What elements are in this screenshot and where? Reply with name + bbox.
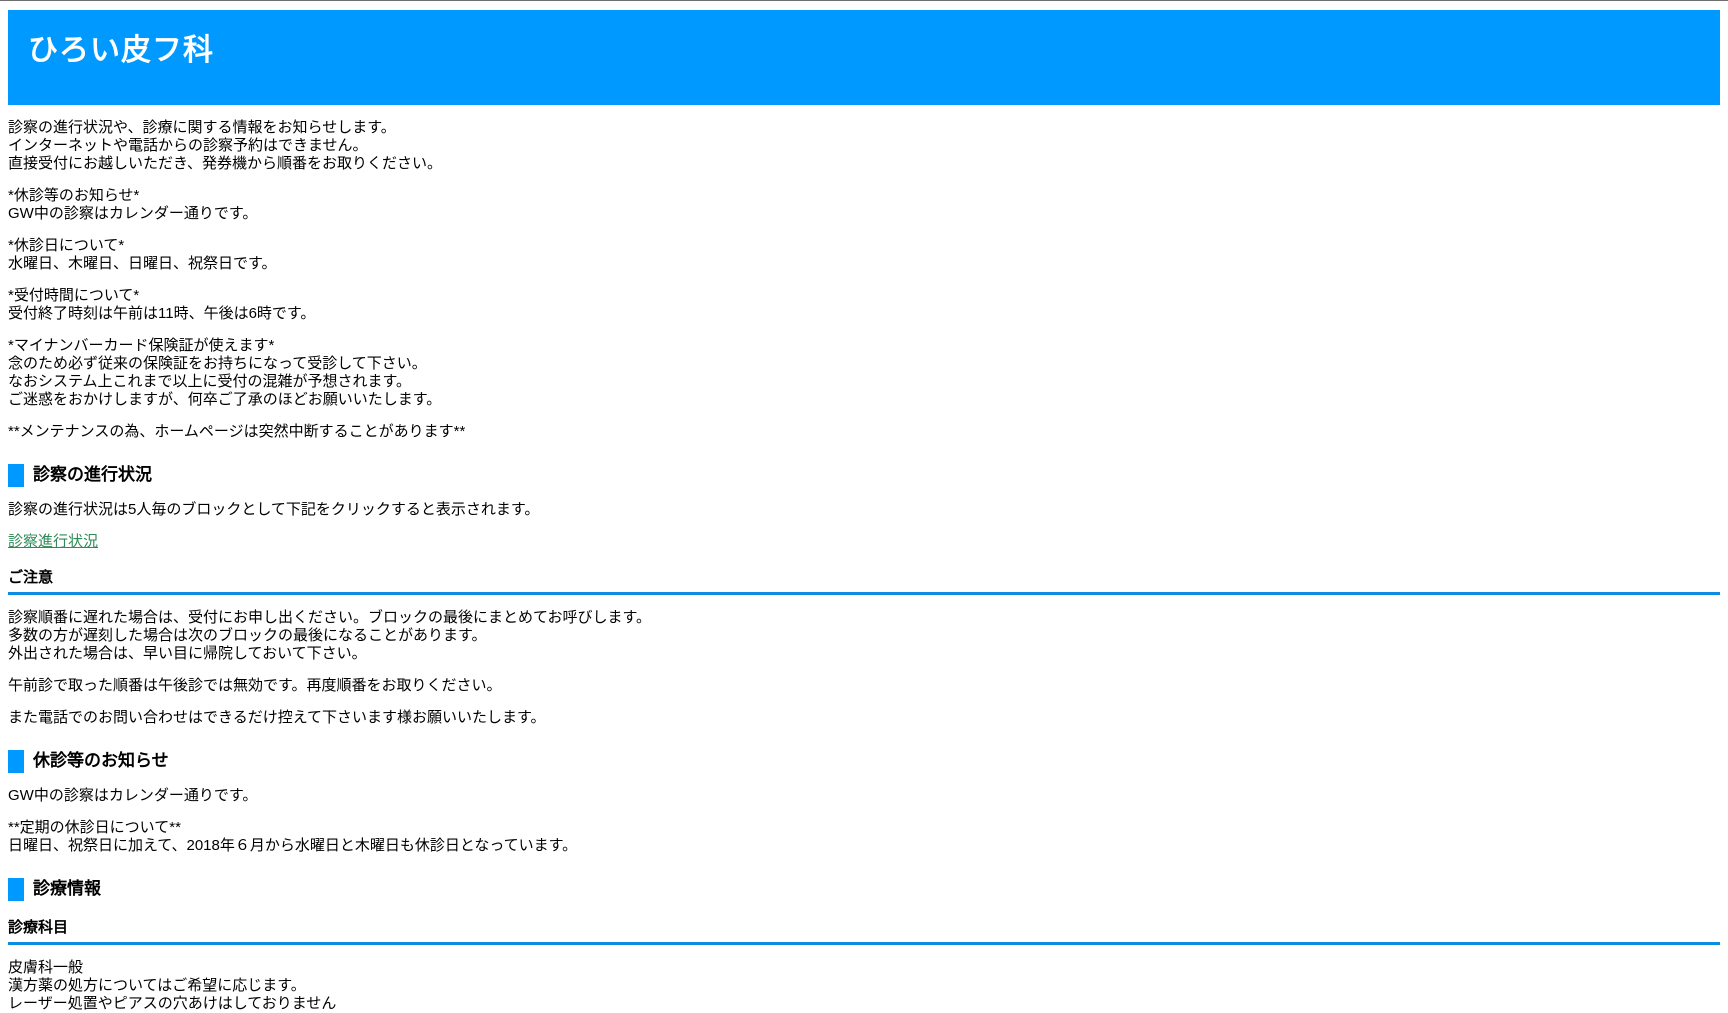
section-heading-info: 診療情報 — [8, 877, 1720, 901]
text-line: 皮膚科一般 — [8, 959, 84, 976]
text-line: 午前診で取った順番は午後診では無効です。再度順番をお取りください。 — [8, 677, 502, 694]
text-line: 診察の進行状況は5人毎のブロックとして下記をクリックすると表示されます。 — [8, 501, 540, 518]
notice-paragraph-3: また電話でのお問い合わせはできるだけ控えて下さいます様お願いいたします。 — [8, 709, 1720, 727]
text-line: *マイナンバーカード保険証が使えます* — [8, 337, 275, 354]
progress-status-link[interactable]: 診察進行状況 — [8, 533, 99, 550]
page-title: ひろい皮フ科 — [28, 34, 214, 67]
section-heading-label: 診療情報 — [33, 879, 101, 898]
section-heading-progress: 診察の進行状況 — [8, 463, 1720, 487]
progress-description: 診察の進行状況は5人毎のブロックとして下記をクリックすると表示されます。 — [8, 501, 1720, 519]
closure-paragraph-1: GW中の診察はカレンダー通りです。 — [8, 787, 1720, 805]
text-line: *休診日について* — [8, 237, 125, 254]
blue-square-icon — [8, 749, 24, 773]
intro-paragraph-5: *マイナンバーカード保険証が使えます* 念のため必ず従来の保険証をお持ちになって… — [8, 337, 1720, 409]
departments-paragraph: 皮膚科一般 漢方薬の処方についてはご希望に応じます。 レーザー処置やピアスの穴あ… — [8, 959, 1720, 1013]
intro-paragraph-4: *受付時間について* 受付終了時刻は午前は11時、午後は6時です。 — [8, 287, 1720, 323]
text-line: 診察順番に遅れた場合は、受付にお申し出ください。ブロックの最後にまとめてお呼びし… — [8, 609, 652, 626]
text-line: 日曜日、祝祭日に加えて、2018年６月から水曜日と木曜日も休診日となっています。 — [8, 837, 578, 854]
text-line: 漢方薬の処方についてはご希望に応じます。 — [8, 977, 306, 994]
text-line: 受付終了時刻は午前は11時、午後は6時です。 — [8, 305, 316, 322]
text-line: 多数の方が遅刻した場合は次のブロックの最後になることがあります。 — [8, 627, 487, 644]
text-line: 外出された場合は、早い目に帰院しておいて下さい。 — [8, 645, 367, 662]
text-line: インターネットや電話からの診察予約はできません。 — [8, 137, 368, 154]
header-banner: ひろい皮フ科 — [8, 10, 1720, 105]
text-line: 直接受付にお越しいただき、発券機から順番をお取りください。 — [8, 155, 442, 172]
text-line: 診察の進行状況や、診療に関する情報をお知らせします。 — [8, 119, 396, 136]
text-line: なおシステム上これまで以上に受付の混雑が予想されます。 — [8, 373, 412, 390]
section-heading-label: 診察の進行状況 — [33, 465, 152, 484]
text-line: また電話でのお問い合わせはできるだけ控えて下さいます様お願いいたします。 — [8, 709, 546, 726]
departments-sub-heading: 診療科目 — [8, 919, 1720, 945]
closure-paragraph-2: **定期の休診日について** 日曜日、祝祭日に加えて、2018年６月から水曜日と… — [8, 819, 1720, 855]
section-heading-closure: 休診等のお知らせ — [8, 749, 1720, 773]
notice-paragraph-1: 診察順番に遅れた場合は、受付にお申し出ください。ブロックの最後にまとめてお呼びし… — [8, 609, 1720, 663]
window-top-edge — [0, 0, 1728, 1]
intro-paragraph-6: **メンテナンスの為、ホームページは突然中断することがあります** — [8, 423, 1720, 441]
text-line: GW中の診察はカレンダー通りです。 — [8, 205, 258, 222]
text-line: *受付時間について* — [8, 287, 140, 304]
text-line: ご迷惑をおかけしますが、何卒ご了承のほどお願いいたします。 — [8, 391, 442, 408]
section-heading-label: 休診等のお知らせ — [33, 751, 169, 770]
blue-square-icon — [8, 463, 24, 487]
intro-paragraph-1: 診察の進行状況や、診療に関する情報をお知らせします。 インターネットや電話からの… — [8, 119, 1720, 173]
notice-paragraph-2: 午前診で取った順番は午後診では無効です。再度順番をお取りください。 — [8, 677, 1720, 695]
notice-sub-heading: ご注意 — [8, 569, 1720, 595]
text-line: GW中の診察はカレンダー通りです。 — [8, 787, 258, 804]
blue-square-icon — [8, 877, 24, 901]
intro-paragraph-2: *休診等のお知らせ* GW中の診察はカレンダー通りです。 — [8, 187, 1720, 223]
text-line: 念のため必ず従来の保険証をお持ちになって受診して下さい。 — [8, 355, 427, 372]
text-line: **定期の休診日について** — [8, 819, 181, 836]
text-line: 水曜日、木曜日、日曜日、祝祭日です。 — [8, 255, 277, 272]
text-line: レーザー処置やピアスの穴あけはしておりません — [8, 995, 337, 1012]
text-line: *休診等のお知らせ* — [8, 187, 140, 204]
progress-link-paragraph: 診察進行状況 — [8, 533, 1720, 551]
text-line: **メンテナンスの為、ホームページは突然中断することがあります** — [8, 423, 466, 440]
intro-paragraph-3: *休診日について* 水曜日、木曜日、日曜日、祝祭日です。 — [8, 237, 1720, 273]
